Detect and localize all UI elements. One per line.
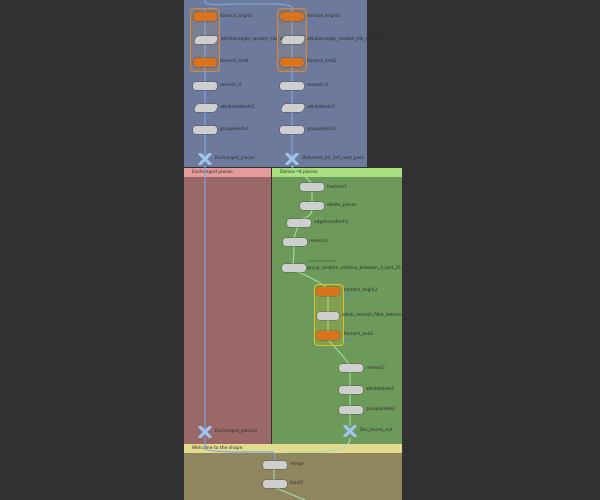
node-label: groupdelete1 bbox=[220, 127, 249, 132]
node-label: foreach_begin2 bbox=[307, 14, 341, 19]
node-label: attribdelete3 bbox=[366, 387, 394, 392]
attribdelete-node[interactable] bbox=[339, 386, 363, 394]
node-label: attribwrangle_random_tile_stamp_1 bbox=[221, 37, 299, 42]
network-box-delivered[interactable]: Delivered pieces bbox=[272, 168, 402, 445]
remesh-node[interactable] bbox=[283, 238, 307, 246]
node-label: Delivered_for_3rd_next_pass bbox=[302, 156, 364, 161]
node-label: foreach_begin3 bbox=[344, 288, 378, 293]
node-label: foreach_end1 bbox=[220, 59, 250, 64]
node-label: Del_pieces_out bbox=[360, 428, 393, 433]
node-label: foreach_end2 bbox=[307, 59, 337, 64]
foreach-end-node[interactable] bbox=[316, 331, 340, 340]
node-label: group_random_rotation_between_3_and_25 bbox=[307, 266, 401, 271]
edgetransform-node[interactable] bbox=[287, 219, 311, 227]
node-label: groupdelete2 bbox=[307, 127, 336, 132]
foreach-begin-node[interactable] bbox=[316, 287, 340, 296]
node-flag: begin bbox=[307, 20, 317, 24]
node-label: groupdelete3 bbox=[366, 407, 395, 412]
merge-node[interactable] bbox=[263, 461, 287, 469]
node-label: remesh1 bbox=[309, 239, 328, 244]
network-box-header: Delivered pieces bbox=[272, 168, 402, 177]
node-label: foreach_begin1 bbox=[220, 14, 254, 19]
wrangle-node[interactable] bbox=[193, 36, 219, 44]
node-label: Exchanged_pieces1 bbox=[215, 429, 258, 434]
node-label: attribdelete2 bbox=[307, 105, 335, 110]
node-flag: attributeTransfer bbox=[307, 259, 337, 263]
output-null-icon[interactable] bbox=[285, 153, 299, 165]
network-box-header: Exchanged pieces bbox=[184, 168, 271, 177]
foreach-end-node[interactable] bbox=[280, 58, 304, 67]
node-label: foreach_end3 bbox=[344, 332, 374, 337]
node-flag: end bbox=[220, 65, 227, 69]
node-label: delete_pieces bbox=[327, 203, 357, 208]
delete-node[interactable] bbox=[300, 202, 324, 210]
groupdelete-node[interactable] bbox=[193, 126, 217, 134]
node-label: fracture1 bbox=[327, 185, 347, 190]
node-label: edgetransform1 bbox=[314, 220, 349, 225]
wrangle-node[interactable] bbox=[317, 312, 339, 320]
node-label: blast1 bbox=[290, 481, 304, 486]
node-label: attrib_remesh_fillet_deform bbox=[342, 313, 402, 318]
output-null-icon[interactable] bbox=[198, 153, 212, 165]
wrangle-node[interactable] bbox=[280, 36, 306, 44]
node-label: attribwrangle_random_tile_stamp_2 bbox=[307, 37, 385, 42]
remesh-node[interactable] bbox=[339, 364, 363, 372]
groupdelete-node[interactable] bbox=[339, 406, 363, 414]
network-box-bottom[interactable]: Welcome to the shape bbox=[184, 444, 402, 500]
groupdelete-node[interactable] bbox=[280, 126, 304, 134]
network-box-exchanged[interactable]: Exchanged pieces bbox=[184, 168, 271, 445]
network-box-header: Welcome to the shape bbox=[184, 444, 402, 453]
foreach-end-node[interactable] bbox=[193, 58, 217, 67]
node-flag: end bbox=[344, 338, 351, 342]
node-label: Exchanged_pieces bbox=[215, 156, 255, 161]
node-label: remesh2 bbox=[366, 366, 385, 371]
output-null-icon[interactable] bbox=[343, 425, 357, 437]
node-flag: begin bbox=[344, 294, 354, 298]
foreach-begin-node[interactable] bbox=[280, 12, 304, 21]
remesh-node[interactable] bbox=[280, 82, 304, 90]
node-label: remesh_tl bbox=[220, 83, 242, 88]
node-label: remesh_tl bbox=[307, 83, 329, 88]
node-flag: end bbox=[307, 65, 314, 69]
attribdelete-node[interactable] bbox=[193, 104, 219, 112]
foreach-begin-node[interactable] bbox=[193, 12, 217, 21]
node-flag: begin bbox=[220, 20, 230, 24]
node-label: merge bbox=[290, 462, 304, 467]
blast-node[interactable] bbox=[263, 480, 287, 488]
node-label: attributedelete1 bbox=[220, 105, 256, 110]
output-null-icon[interactable] bbox=[198, 426, 212, 438]
group-node[interactable] bbox=[282, 264, 306, 272]
fracture-node[interactable] bbox=[300, 183, 324, 191]
remesh-node[interactable] bbox=[193, 82, 217, 90]
attribdelete-node[interactable] bbox=[280, 104, 306, 112]
